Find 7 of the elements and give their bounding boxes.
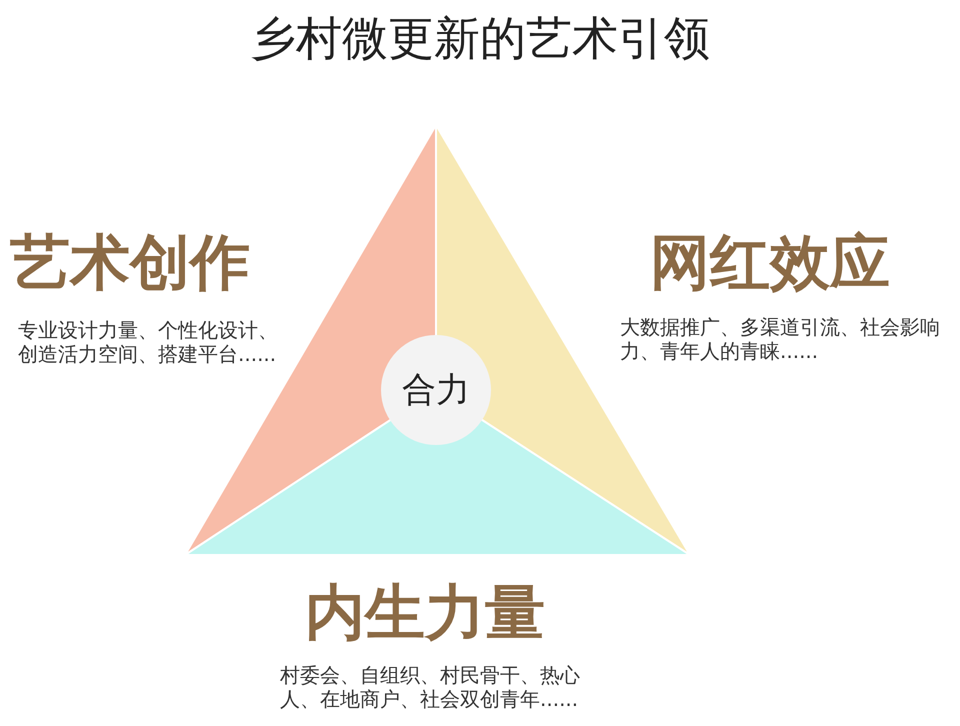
section-description: 大数据推广、多渠道引流、社会影响力、青年人的青睐...... (620, 315, 941, 363)
section-description: 专业设计力量、个性化设计、创造活力空间、搭建平台...... (18, 318, 279, 366)
section-heading: 网红效应 (650, 230, 890, 296)
diagram-title: 乡村微更新的艺术引领 (249, 10, 711, 67)
section-description: 村委会、自组织、村民骨干、热心人、在地商户、社会双创青年...... (280, 663, 581, 711)
section-heading: 内生力量 (305, 580, 545, 646)
section-heading: 艺术创作 (10, 230, 250, 296)
